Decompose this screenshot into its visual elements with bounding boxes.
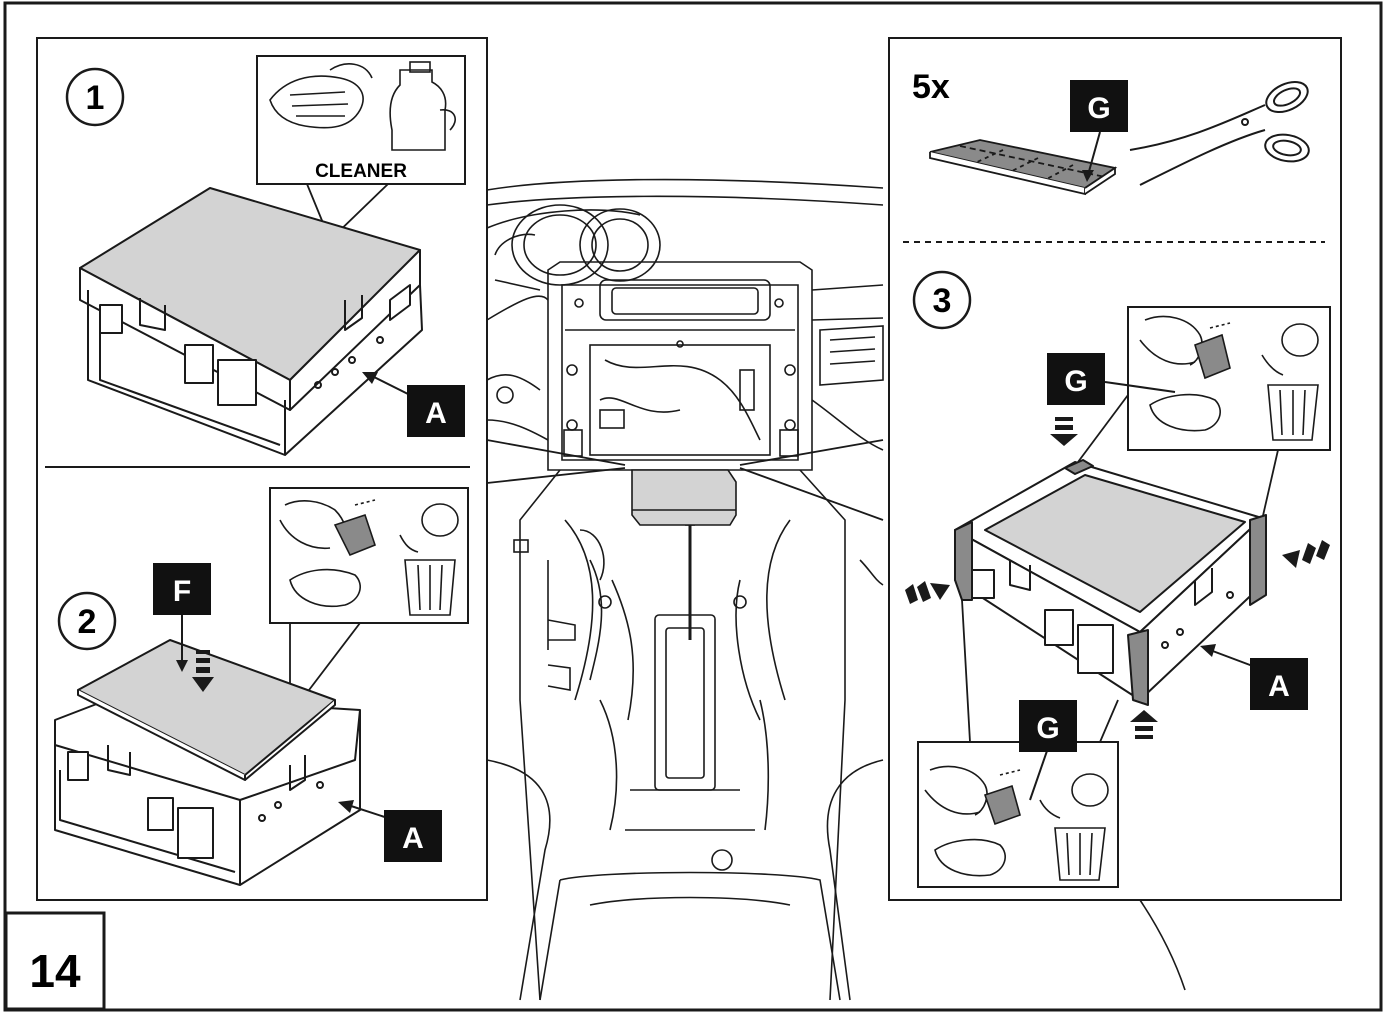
arrowhead-a-1 — [362, 372, 378, 384]
side-arrow-right — [1282, 540, 1330, 568]
zoom-leader-lines — [486, 439, 884, 521]
cleaner-callout: CLEANER — [256, 55, 466, 185]
pointer-g-top — [1104, 381, 1176, 393]
pointer-g-sheet — [1087, 131, 1101, 176]
label-a-1-text: A — [425, 397, 447, 430]
step-number-box: 14 — [4, 911, 106, 1011]
scissors-icon — [1129, 80, 1310, 186]
label-a-step-2: A — [384, 810, 442, 862]
down-arrow-top — [1050, 417, 1078, 446]
down-arrow-f — [176, 614, 214, 692]
label-g-top-text: G — [1064, 365, 1087, 398]
side-arrow-left — [905, 581, 950, 604]
label-g-bottom: G — [1019, 700, 1077, 752]
label-g-sheet-text: G — [1087, 92, 1110, 125]
cleaner-label: CLEANER — [315, 161, 407, 182]
step-3-number: 3 — [933, 282, 952, 320]
pointer-a-1 — [369, 374, 411, 396]
right-panel-frame — [888, 37, 1342, 901]
up-arrow-bottom — [1130, 710, 1158, 739]
peel-callout-step-3-top — [1127, 306, 1331, 451]
label-a-step-1: A — [407, 385, 465, 437]
step-number: 14 — [29, 945, 81, 997]
arrowhead-g-sheet — [1082, 170, 1094, 182]
label-a-3-text: A — [1268, 670, 1290, 703]
step-3-badge: 3 — [912, 270, 972, 330]
module-a-step-1 — [79, 187, 423, 456]
label-a-2-text: A — [402, 822, 424, 855]
label-g-top: G — [1047, 353, 1105, 405]
module-a-step-3 — [954, 459, 1267, 706]
arrowhead-a-3 — [1200, 644, 1216, 657]
car-console-illustration — [486, 178, 1186, 1001]
label-f: F — [153, 563, 211, 615]
peel-pointer-3-bottom — [961, 599, 1119, 743]
module-a-step-2 — [54, 639, 361, 886]
step-1-number: 1 — [86, 79, 105, 117]
peel-callout-step-3-bottom — [917, 741, 1119, 888]
arrowhead-a-2 — [338, 800, 354, 813]
step-1-badge: 1 — [65, 67, 125, 127]
label-f-text: F — [173, 575, 191, 608]
pad-sheet-g — [929, 139, 1118, 196]
pointer-g-bottom — [1029, 747, 1049, 801]
peel-pointer-3-side — [1261, 449, 1279, 521]
peel-callout-step-2 — [269, 487, 469, 624]
step-2-number: 2 — [78, 603, 97, 641]
peel-pointer-3-top — [1077, 394, 1129, 463]
quantity-label: 5x — [912, 68, 950, 106]
label-g-sheet: G — [1070, 80, 1128, 132]
step-2-badge: 2 — [57, 591, 117, 651]
left-panel-frame — [36, 37, 488, 901]
page-border — [3, 1, 1383, 1012]
label-a-step-3: A — [1250, 658, 1308, 710]
label-g-bottom-text: G — [1036, 712, 1059, 745]
